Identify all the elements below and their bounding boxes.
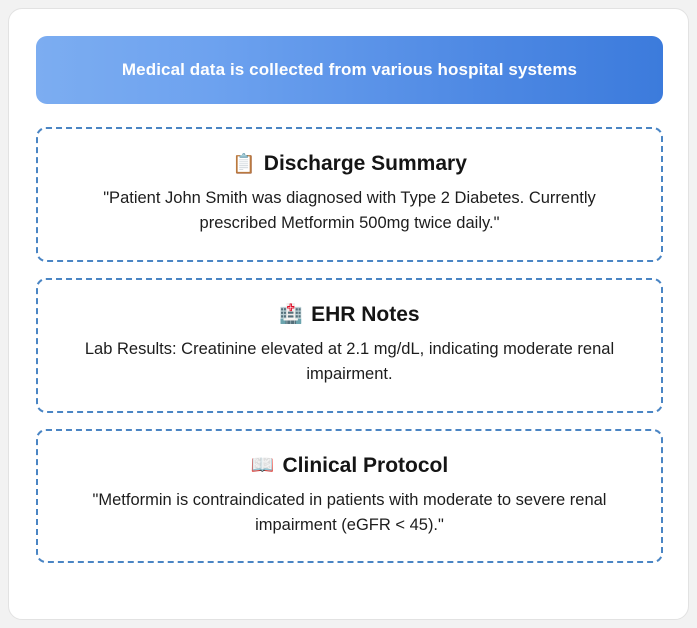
card-title-text: EHR Notes — [311, 302, 420, 326]
clipboard-icon: 📋 — [232, 153, 256, 175]
card-discharge-summary: 📋 Discharge Summary "Patient John Smith … — [36, 127, 663, 262]
hospital-icon: 🏥 — [279, 304, 304, 326]
card-title-text: Clinical Protocol — [282, 453, 449, 477]
header-banner: Medical data is collected from various h… — [36, 36, 663, 104]
card-body-text: "Metformin is contraindicated in patient… — [92, 490, 607, 534]
card-body-text: "Patient John Smith was diagnosed with T… — [103, 189, 596, 232]
card-clinical-protocol: 📖 Clinical Protocol "Metformin is contra… — [36, 428, 663, 564]
card-title-row: 📋 Discharge Summary — [62, 151, 637, 177]
page-frame: Medical data is collected from various h… — [8, 8, 689, 620]
open-book-icon: 📖 — [250, 455, 275, 477]
content-container: Medical data is collected from various h… — [36, 36, 663, 564]
card-title-row: 📖 Clinical Protocol — [62, 453, 637, 479]
header-banner-text: Medical data is collected from various h… — [121, 60, 578, 79]
card-title-row: 🏥 EHR Notes — [62, 302, 637, 328]
card-ehr-notes: 🏥 EHR Notes Lab Results: Creatinine elev… — [36, 277, 663, 413]
card-title-text: Discharge Summary — [263, 152, 467, 175]
card-body-text: Lab Results: Creatinine elevated at 2.1 … — [84, 340, 615, 383]
